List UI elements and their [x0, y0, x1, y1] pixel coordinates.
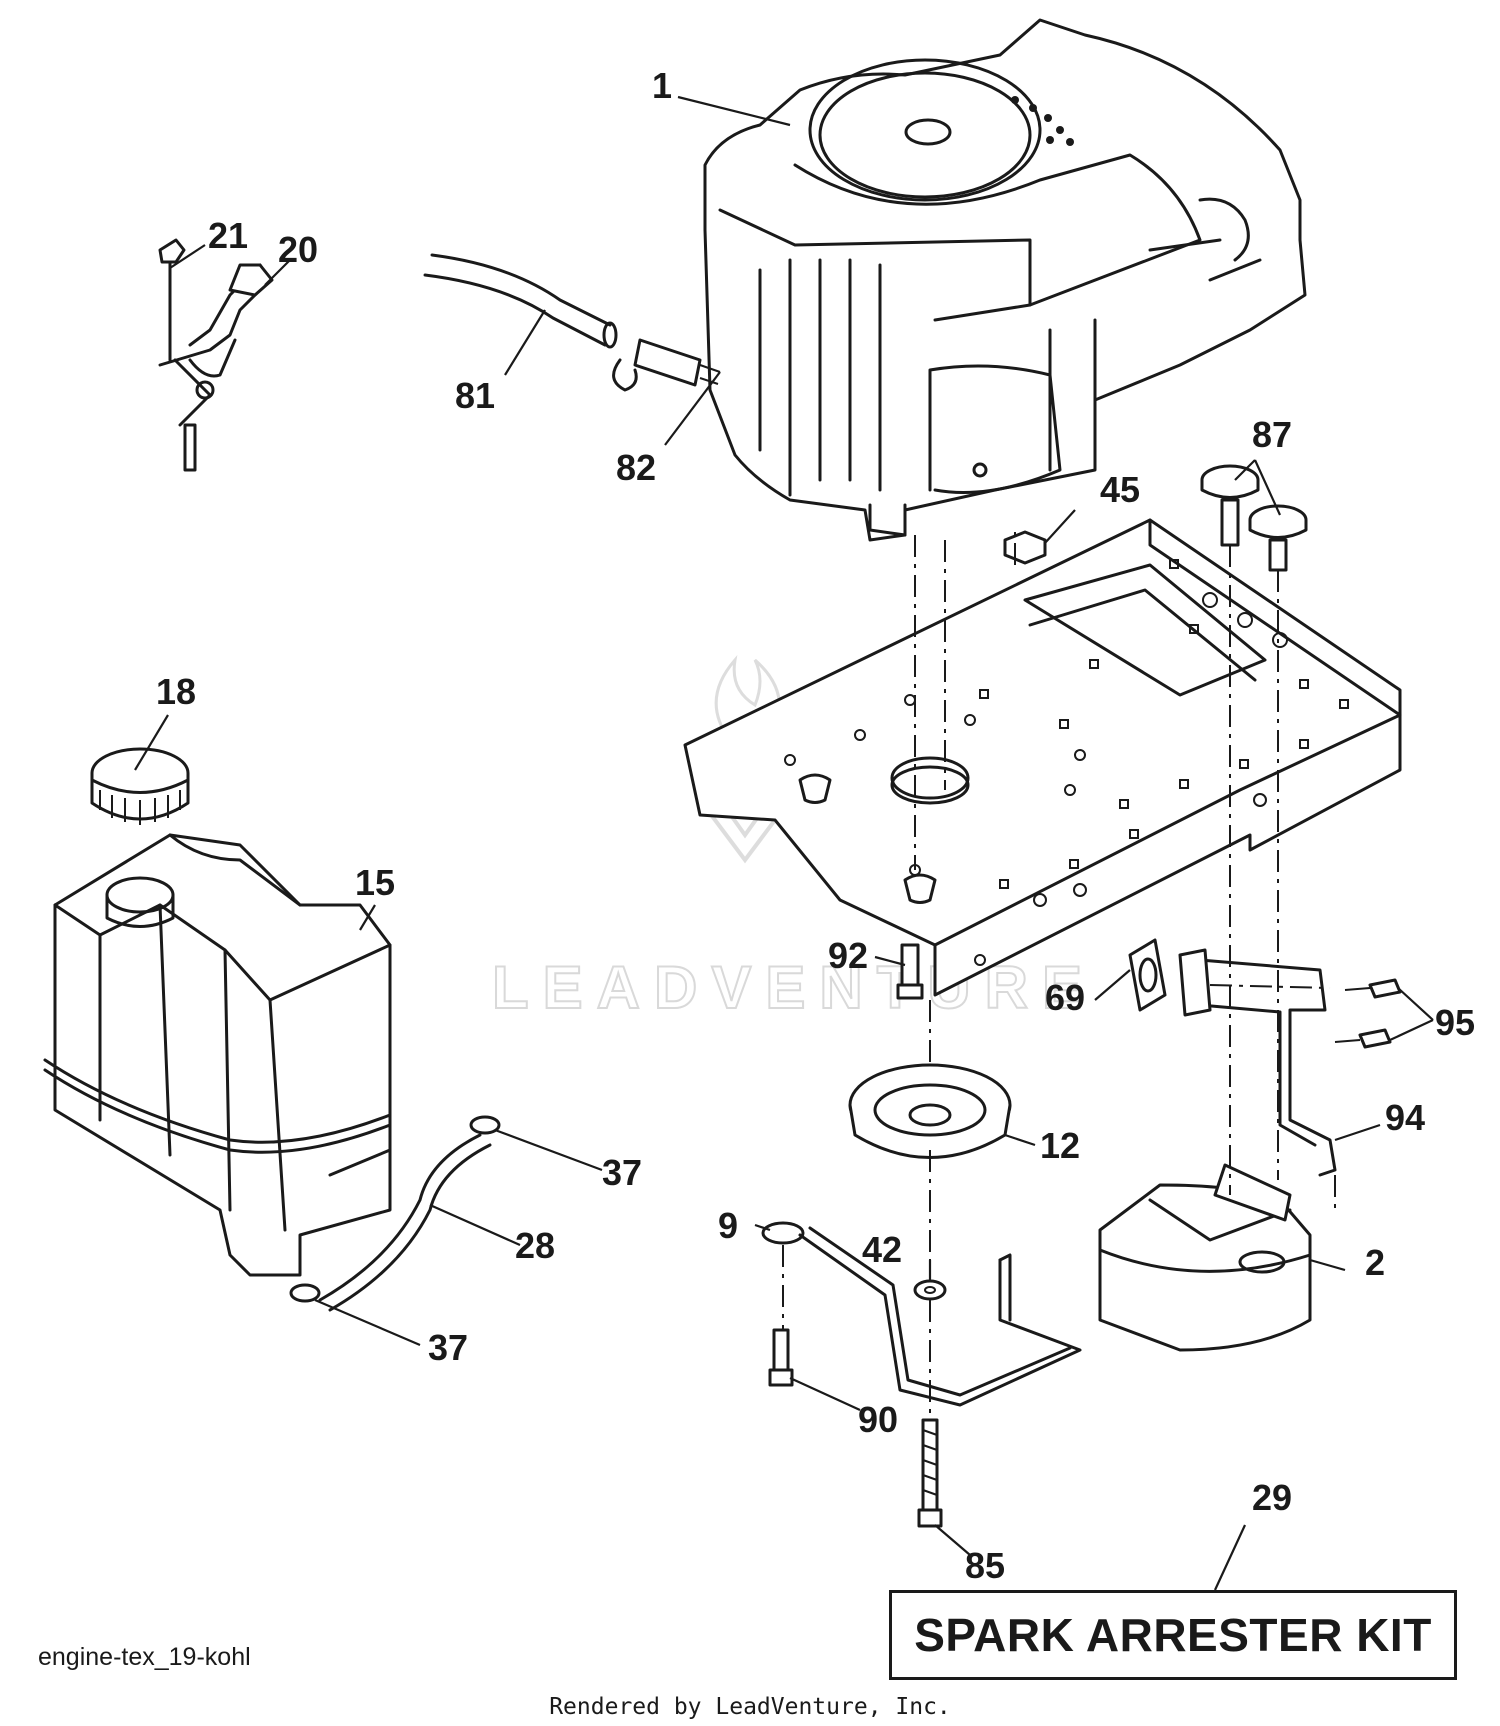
callout-95: 95	[1435, 1002, 1475, 1043]
callout-12: 12	[1040, 1125, 1080, 1166]
muffler-part-2	[1098, 1163, 1312, 1352]
engine-deck-frame	[683, 518, 1402, 997]
callout-21: 21	[208, 215, 248, 256]
fuel-filter-part-82	[612, 338, 721, 392]
engine-part-1	[703, 18, 1307, 542]
callout-28: 28	[515, 1225, 555, 1266]
bolt-part-90	[768, 1328, 794, 1387]
diagram-code: engine-tex_19-kohl	[38, 1643, 251, 1671]
callout-69: 69	[1045, 977, 1085, 1018]
callout-92: 92	[828, 935, 868, 976]
bolt-part-85	[917, 1418, 943, 1528]
callout-85: 85	[965, 1545, 1005, 1586]
callout-18: 18	[156, 671, 196, 712]
hose-clamp-part-37	[289, 1115, 501, 1303]
callout-81: 81	[455, 375, 495, 416]
fuel-line-part-81	[423, 253, 618, 349]
callout-45: 45	[1100, 469, 1140, 510]
bracket-part-9	[761, 1221, 1082, 1407]
callout-29: 29	[1252, 1477, 1292, 1518]
bolt-part-95	[1334, 978, 1402, 1049]
callout-1: 1	[652, 65, 672, 106]
exhaust-pipe-part-94	[1178, 948, 1337, 1177]
watermark-text: LEADVENTURE	[492, 954, 1096, 1021]
callout-15: 15	[355, 862, 395, 903]
gasket-part-69	[1128, 938, 1167, 1012]
fuel-tank-part-15	[43, 833, 392, 1277]
fuel-cap-part-18	[90, 747, 190, 825]
fuel-hose-part-28	[318, 1133, 492, 1312]
callout-42: 42	[862, 1229, 902, 1270]
callout-20: 20	[278, 229, 318, 270]
callout-90: 90	[858, 1399, 898, 1440]
callout-37-bottom: 37	[428, 1327, 468, 1368]
bolt-part-87	[1200, 464, 1308, 572]
callout-87: 87	[1252, 414, 1292, 455]
throttle-control-part-20	[158, 238, 274, 472]
pulley-part-12	[848, 1063, 1012, 1159]
callout-9: 9	[718, 1205, 738, 1246]
assembly-lines	[782, 525, 1336, 1420]
callout-37-top: 37	[602, 1152, 642, 1193]
callout-2: 2	[1365, 1242, 1385, 1283]
rendered-by-footer: Rendered by LeadVenture, Inc.	[549, 1694, 951, 1720]
leader-lines	[134, 95, 1434, 1591]
washer-part-42	[913, 1279, 947, 1301]
callout-94: 94	[1385, 1097, 1425, 1138]
callout-labels: 1 21 20 81 82 87 45 18 15 92 69 95 94 12…	[156, 65, 1475, 1586]
bolt-part-92	[896, 943, 924, 1000]
nut-part-45	[1003, 530, 1047, 565]
spark-arrester-kit-box: SPARK ARRESTER KIT	[889, 1590, 1457, 1680]
spark-arrester-kit-label: SPARK ARRESTER KIT	[914, 1609, 1432, 1661]
callout-82: 82	[616, 447, 656, 488]
